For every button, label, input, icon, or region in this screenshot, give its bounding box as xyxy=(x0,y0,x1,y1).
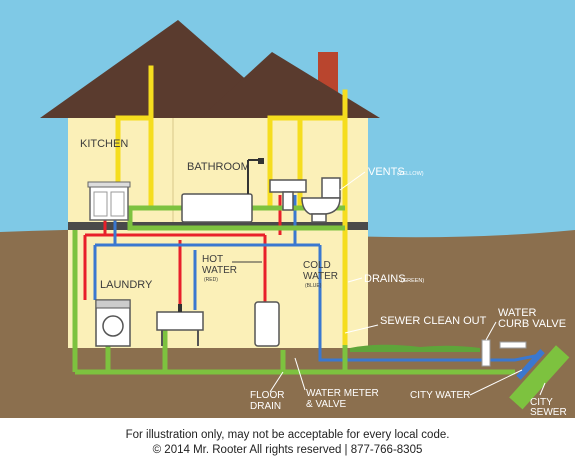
label-city-sewer-2: SEWER xyxy=(530,407,567,418)
footer-copyright: © 2014 Mr. Rooter All rights reserved | … xyxy=(152,444,423,456)
city-water-pipe xyxy=(516,349,545,380)
leader-floor-drain xyxy=(269,371,284,393)
label-curb-valve-2: CURB VALVE xyxy=(498,318,566,330)
label-cold-note: (BLUE) xyxy=(305,283,322,289)
city-sewer-body xyxy=(509,345,570,410)
city-water-body xyxy=(516,349,545,380)
toilet xyxy=(301,177,341,223)
vent-kitchen-branch xyxy=(115,115,154,208)
leader-clean-out xyxy=(344,324,379,334)
grass xyxy=(350,344,480,352)
leader-drains xyxy=(347,277,363,283)
leader-curb-valve xyxy=(485,321,497,341)
cold-service-line xyxy=(318,245,541,362)
label-sewer-clean-out: SEWER CLEAN OUT xyxy=(380,315,487,327)
washing-machine xyxy=(95,299,131,347)
drain-floor-branch xyxy=(127,208,345,231)
room-label-laundry: LAUNDRY xyxy=(100,279,153,291)
footer-band xyxy=(0,418,575,463)
label-vents: VENTS xyxy=(368,166,405,178)
room-label-kitchen: KITCHEN xyxy=(80,138,128,150)
kitchen-sink xyxy=(87,181,131,221)
label-vents-note: (YELLOW) xyxy=(397,171,424,177)
utility-sink xyxy=(156,304,204,346)
label-floor-drain-1: FLOOR xyxy=(250,390,284,401)
vent-pipes xyxy=(115,65,348,348)
leader-city-sewer xyxy=(539,382,546,396)
label-water-meter-2: & VALVE xyxy=(306,399,347,410)
bath-sink xyxy=(269,179,307,211)
label-floor-drain-2: DRAIN xyxy=(250,401,281,412)
water-heater xyxy=(254,301,280,347)
label-city-sewer-1: CITY xyxy=(530,397,553,408)
city-sewer-pipe xyxy=(509,345,570,410)
room-label-bathroom: BATHROOM xyxy=(187,161,250,173)
vent-bath-loop xyxy=(267,115,303,208)
label-hot-note: (RED) xyxy=(204,277,218,283)
footer-disclaimer: For illustration only, may not be accept… xyxy=(125,429,450,441)
roof-right xyxy=(200,52,380,118)
label-curb-valve-1: WATER xyxy=(498,307,537,319)
label-city-water: CITY WATER xyxy=(410,390,470,401)
label-drains: DRAINS xyxy=(364,273,406,285)
leader-water-meter xyxy=(294,357,306,391)
leader-city-water xyxy=(469,369,523,396)
leader-vents xyxy=(339,171,366,191)
label-hot-2: WATER xyxy=(202,265,237,276)
sewer-clean-out xyxy=(481,339,491,367)
label-drains-note: (GREEN) xyxy=(401,278,424,284)
curb-valve-box xyxy=(499,341,527,349)
label-cold-2: WATER xyxy=(303,271,338,282)
label-cold-1: COLD xyxy=(303,260,331,271)
bathtub xyxy=(181,158,264,223)
label-hot-1: HOT xyxy=(202,254,223,265)
label-water-meter-1: WATER METER xyxy=(306,388,379,399)
